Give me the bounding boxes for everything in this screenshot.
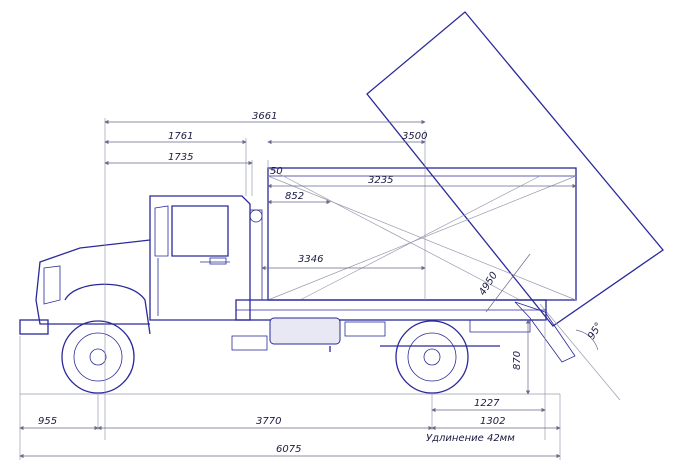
- truck-cab: [149, 195, 251, 321]
- dim-3235: 3235: [368, 175, 393, 186]
- dim-4950: 4950: [477, 270, 500, 297]
- extension-lines: [19, 118, 561, 460]
- dim-6075: 6075: [276, 444, 301, 455]
- chassis-frame: [231, 299, 576, 363]
- dimension-labels: 3661 1761 3500 1735 50 3235 852 3346 495…: [38, 111, 605, 455]
- tipped-dump-body: [366, 11, 664, 401]
- rear-wheel: [395, 320, 469, 394]
- dim-3500: 3500: [402, 131, 427, 142]
- dim-1227: 1227: [474, 398, 500, 409]
- dim-3346: 3346: [298, 254, 323, 265]
- dim-852: 852: [285, 191, 304, 202]
- dim-50: 50: [270, 166, 283, 177]
- dim-870: 870: [512, 351, 523, 370]
- dim-3661: 3661: [252, 111, 277, 122]
- dim-955: 955: [38, 416, 57, 427]
- truck-hood: [19, 239, 151, 335]
- dim-1735: 1735: [168, 152, 193, 163]
- dim-1302: 1302: [480, 416, 505, 427]
- dim-1761: 1761: [168, 131, 193, 142]
- dimension-lines: [19, 119, 599, 459]
- note-extension: Удлинение 42мм: [426, 433, 515, 444]
- hydraulic-ram: [249, 209, 263, 301]
- dim-3770: 3770: [256, 416, 281, 427]
- front-wheel: [61, 320, 135, 394]
- dump-body: [267, 167, 577, 301]
- dim-95-degrees: 95°: [586, 321, 605, 342]
